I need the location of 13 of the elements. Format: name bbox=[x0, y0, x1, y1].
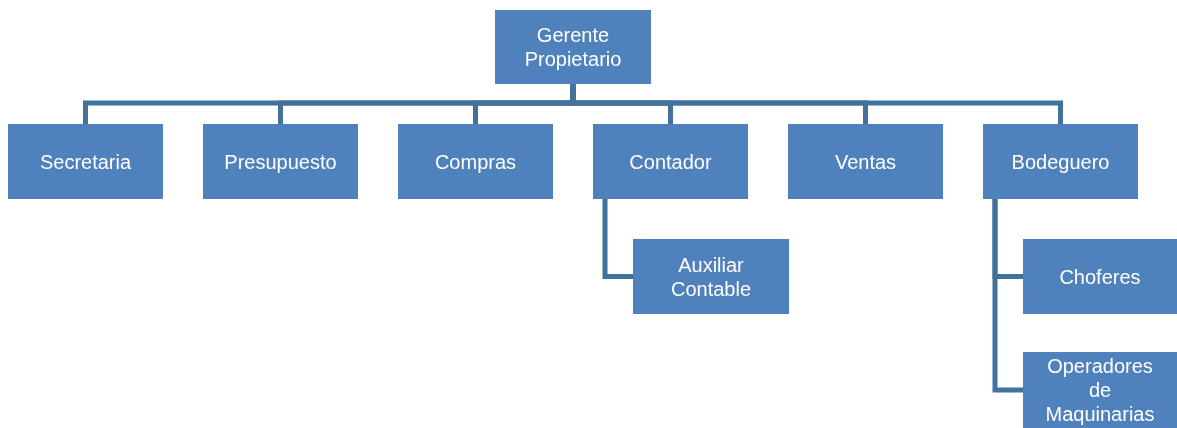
connector-line bbox=[570, 84, 1063, 124]
position-box: Auxiliar Contable bbox=[633, 239, 789, 314]
position-box: Gerente Propietario bbox=[495, 10, 651, 84]
connector-line bbox=[992, 199, 1023, 393]
position-box: Operadores de Maquinarias bbox=[1023, 352, 1177, 428]
position-box: Choferes bbox=[1023, 239, 1177, 314]
position-box: Presupuesto bbox=[203, 124, 358, 199]
position-box: Contador bbox=[593, 124, 748, 199]
position-box: Bodeguero bbox=[983, 124, 1138, 199]
position-box: Ventas bbox=[788, 124, 943, 199]
connector-line bbox=[602, 199, 633, 279]
position-box: Secretaria bbox=[8, 124, 163, 199]
position-box: Compras bbox=[398, 124, 553, 199]
